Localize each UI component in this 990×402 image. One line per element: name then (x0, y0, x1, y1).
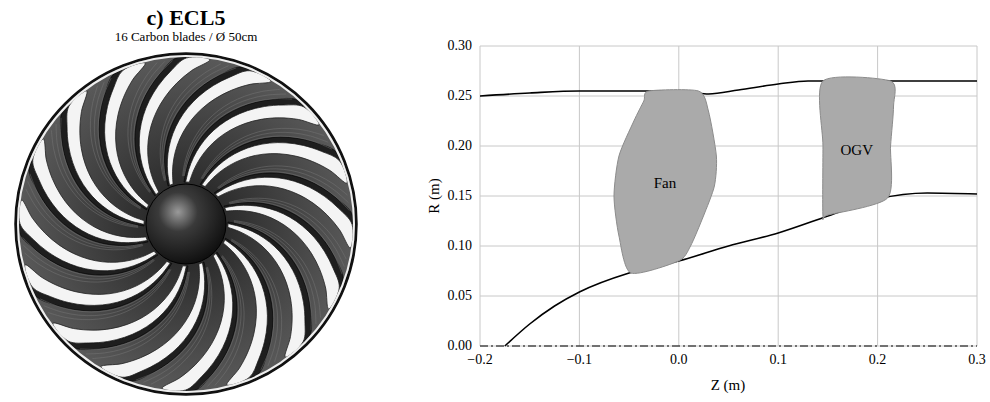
casing-ring (18, 56, 354, 392)
axis-line (480, 345, 977, 346)
blade-texture (229, 198, 346, 259)
blade-texture (217, 166, 347, 195)
grid-line (480, 346, 977, 347)
fan-blade-region: Fan (613, 88, 716, 278)
tick-label: 0.05 (448, 288, 473, 303)
fan-photo (15, 53, 357, 395)
blade-texture (232, 239, 282, 362)
grid-line (480, 46, 977, 47)
region-outline (819, 77, 895, 220)
tick-label: 0.15 (448, 188, 473, 203)
spinner (146, 184, 226, 264)
blade-texture (183, 94, 286, 176)
fan-disk (16, 54, 356, 394)
blade-texture (48, 270, 171, 320)
tick-label: −0.2 (467, 352, 492, 367)
region-label: OGV (840, 142, 873, 159)
grid-line (480, 296, 977, 297)
blade-texture (201, 128, 324, 178)
tick-label: 0.0 (670, 352, 688, 367)
tick-label: −0.1 (567, 352, 592, 367)
grid-line (480, 96, 977, 97)
grid-line (480, 146, 977, 147)
tick-label: 0.2 (869, 352, 887, 367)
blade-texture (56, 124, 138, 227)
axis-title: R (m) (426, 178, 443, 213)
blade-texture (40, 269, 169, 312)
plot-area (480, 46, 977, 346)
ogv-region: OGV (818, 80, 896, 220)
tick-label: 0.1 (769, 352, 787, 367)
tick-label: 0.00 (448, 338, 473, 353)
casing-edge (15, 53, 357, 395)
blade-texture (86, 272, 189, 354)
blade-texture (203, 136, 332, 179)
panel-title: c) ECL5 (147, 6, 226, 30)
axis-title: Z (m) (711, 377, 746, 394)
blade-texture (231, 241, 274, 370)
blade-texture (229, 200, 344, 267)
blade-texture (215, 255, 244, 385)
blade-texture (218, 169, 349, 203)
tick-label: 0.30 (448, 38, 473, 53)
blade-texture (90, 86, 140, 209)
tick-label: 0.20 (448, 138, 473, 153)
blade-texture (207, 256, 241, 387)
grid-line (480, 246, 977, 247)
hub-line (505, 193, 977, 346)
blade-texture (131, 61, 165, 192)
tick-label: 0.25 (448, 88, 473, 103)
blade-texture (230, 202, 342, 275)
blade-texture (23, 245, 154, 279)
region-outline (614, 90, 717, 274)
tick-label: 0.10 (448, 238, 473, 253)
blade-texture (25, 253, 155, 282)
meridional-plot (480, 46, 977, 346)
grid-line (480, 196, 977, 197)
blade-texture (128, 63, 157, 193)
tick-label: 0.3 (968, 352, 986, 367)
region-label: Fan (654, 175, 677, 192)
panel-subtitle: 16 Carbon blades / Ø 50cm (115, 30, 258, 44)
blade-texture (98, 78, 141, 207)
fan-blade (225, 205, 340, 309)
casing-line (480, 81, 977, 96)
